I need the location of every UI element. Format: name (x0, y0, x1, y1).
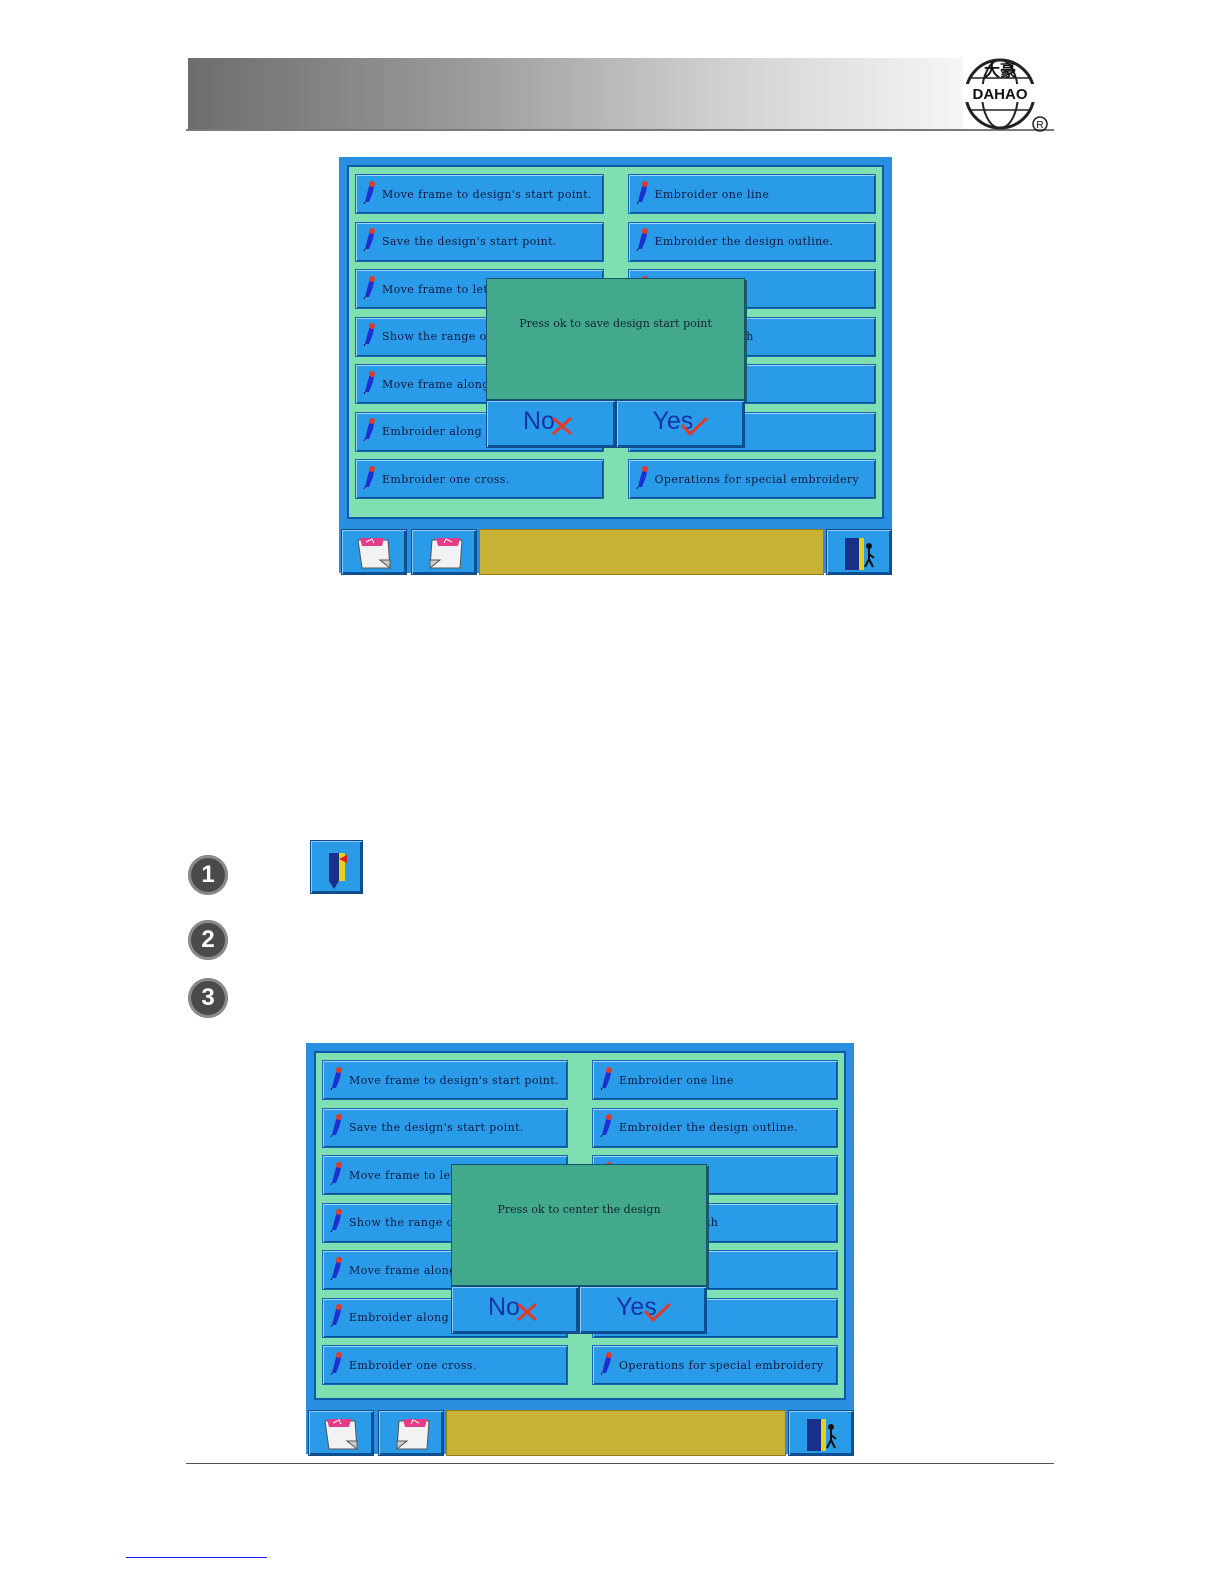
exit-button[interactable] (826, 529, 892, 575)
menu-item-left-1[interactable]: Move frame to design's start point. (322, 1060, 568, 1100)
status-bar (479, 529, 824, 575)
yes-button[interactable]: Yes (615, 400, 745, 448)
pencil-icon (362, 370, 378, 399)
menu-item-label: Embroider the design outline. (619, 1121, 798, 1134)
page-forward-icon (379, 1419, 445, 1461)
no-label: No (488, 1293, 520, 1321)
pencil-icon (329, 1303, 345, 1332)
pencil-icon (362, 227, 378, 256)
menu-item-label: Save the design's start point. (349, 1121, 524, 1134)
dahao-logo: DAHAO 大豪 R (962, 58, 1048, 132)
menu-item-label: Embroider along t (349, 1311, 458, 1324)
dialog-message: Press ok to center the design (497, 1203, 661, 1216)
pencil-icon (635, 227, 651, 256)
step-1-icon[interactable] (310, 840, 363, 894)
menu-item-left-2[interactable]: Save the design's start point. (355, 221, 604, 262)
menu-item-label: Show the range of (349, 1216, 459, 1229)
menu-item-label: Embroider one line (654, 187, 770, 201)
pencil-icon (599, 1351, 615, 1380)
menu-item-label: Embroider along t (382, 425, 491, 438)
no-button[interactable]: No (486, 400, 616, 448)
confirm-dialog: Press ok to center the design (451, 1164, 707, 1286)
menu-item-label: Move frame to design's start point. (382, 187, 592, 201)
next-page-button[interactable] (378, 1410, 444, 1456)
svg-text:R: R (1036, 120, 1043, 131)
page-forward-icon (412, 538, 478, 580)
pencil-icon (329, 1351, 345, 1380)
previous-page-button[interactable] (308, 1410, 374, 1456)
menu-item-label: Embroider one cross. (349, 1358, 477, 1372)
menu-item-label: Embroider the design outline. (654, 235, 834, 248)
menu-item-label: Move frame along (349, 1263, 457, 1277)
pencil-icon (329, 1066, 345, 1095)
menu-item-label: Move frame to design's start point. (349, 1073, 559, 1087)
page-back-icon (342, 538, 408, 580)
menu-item-right-7[interactable]: Operations for special embroidery (592, 1345, 838, 1385)
menu-item-label: Embroider one line (619, 1073, 734, 1087)
pencil-icon (635, 465, 651, 494)
pencil-icon (362, 322, 378, 351)
status-bar (446, 1410, 786, 1456)
menu-item-right-1[interactable]: Embroider one line (592, 1060, 838, 1100)
pencil-icon (362, 417, 378, 446)
svg-text:大豪: 大豪 (984, 61, 1016, 80)
bottom-toolbar (306, 1406, 854, 1456)
svg-text:DAHAO: DAHAO (973, 86, 1028, 103)
menu-item-right-2[interactable]: Embroider the design outline. (592, 1107, 838, 1148)
yes-button[interactable]: Yes (579, 1286, 707, 1334)
next-page-button[interactable] (411, 529, 477, 575)
menu-item-left-7[interactable]: Embroider one cross. (355, 459, 604, 499)
pencil-icon (329, 1208, 345, 1237)
pencil-icon (362, 465, 378, 494)
menu-item-label: Move frame to let (349, 1168, 456, 1182)
menu-item-left-2[interactable]: Save the design's start point. (322, 1107, 568, 1148)
menu-item-label: Move frame along (382, 377, 490, 391)
header-divider (186, 129, 1054, 131)
menu-item-left-1[interactable]: Move frame to design's start point. (355, 174, 604, 214)
menu-item-label: Operations for special embroidery (619, 1358, 824, 1372)
menu-item-label: Embroider one cross. (382, 472, 510, 486)
page-back-icon (309, 1419, 375, 1461)
menu-item-right-7[interactable]: Operations for special embroidery (627, 459, 876, 499)
menu-item-label: Operations for special embroidery (654, 472, 860, 486)
step-3-marker: 3 (188, 978, 228, 1018)
menu-item-left-7[interactable]: Embroider one cross. (322, 1345, 568, 1385)
step-1-marker: 1 (188, 855, 228, 895)
header-banner (188, 58, 963, 129)
menu-item-right-1[interactable]: Embroider one line (627, 174, 876, 214)
menu-item-right-2[interactable]: Embroider the design outline. (627, 221, 876, 262)
exit-door-icon (827, 538, 893, 580)
footer-link-underline (126, 1557, 267, 1558)
bottom-toolbar (339, 525, 892, 575)
confirm-dialog: Press ok to save design start point (486, 278, 745, 400)
pencil-icon (329, 1161, 345, 1190)
exit-door-icon (789, 1419, 855, 1461)
pencil-icon (362, 180, 378, 209)
pencil-icon (599, 1113, 615, 1142)
step-2-marker: 2 (188, 920, 228, 960)
menu-item-label: Show the range of (382, 330, 492, 343)
no-button[interactable]: No (451, 1286, 579, 1334)
pencil-icon (329, 1113, 345, 1142)
pencil-icon (635, 180, 651, 209)
dialog-message: Press ok to save design start point (519, 317, 712, 330)
pencil-icon (329, 1256, 345, 1285)
menu-item-label: Move frame to let (382, 282, 489, 296)
pencil-icon (599, 1066, 615, 1095)
embroidery-screen-1: Move frame to design's start point. Embro… (339, 157, 892, 575)
menu-item-label: Save the design's start point. (382, 235, 557, 248)
previous-page-button[interactable] (341, 529, 407, 575)
no-label: No (523, 407, 555, 435)
embroidery-screen-2: Move frame to design's start point. Embro… (306, 1043, 854, 1456)
pencil-icon (362, 275, 378, 304)
exit-button[interactable] (788, 1410, 854, 1456)
footer-divider (186, 1463, 1054, 1464)
